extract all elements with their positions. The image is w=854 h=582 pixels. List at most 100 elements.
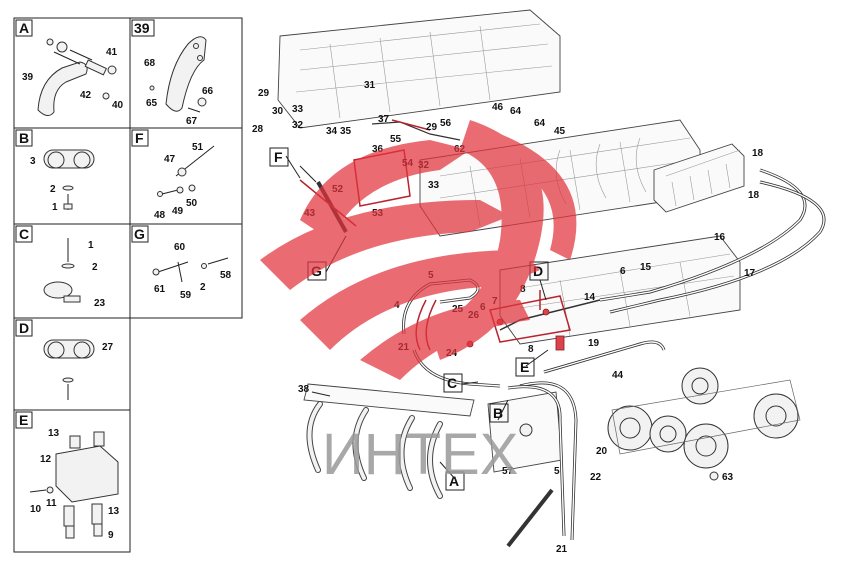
callout-g-59: 59 — [180, 290, 192, 301]
panel-f-drawing — [157, 145, 215, 197]
callout-f-50: 50 — [186, 198, 198, 209]
panel-e-tag: E — [19, 412, 28, 428]
callout-18-b: 18 — [748, 190, 760, 201]
panel-a-drawing — [37, 38, 117, 116]
watermark-logo — [260, 120, 577, 380]
panel-g-tag: G — [134, 226, 145, 242]
callout-6: 6 — [620, 266, 626, 277]
detail-panels: A 39 B F C G D E 39 41 42 40 — [13, 17, 243, 553]
main-tag-b: B — [493, 405, 503, 421]
main-tag-f: F — [274, 149, 283, 165]
callout-e-10: 10 — [30, 504, 42, 515]
callout-d-27: 27 — [102, 342, 114, 353]
callout-e-9: 9 — [108, 530, 114, 541]
callout-22: 22 — [590, 472, 602, 483]
panel-39-drawing — [149, 36, 207, 113]
panel-39-tag: 39 — [134, 20, 150, 36]
callout-g-61: 61 — [154, 284, 166, 295]
callout-e-13-bottom: 13 — [108, 506, 120, 517]
callout-18-a: 18 — [752, 148, 764, 159]
callout-b-2: 2 — [50, 184, 56, 195]
callout-e-11: 11 — [46, 498, 57, 509]
main-assembly: F G D E C B A 29 30 28 33 32 31 34 35 37… — [252, 9, 826, 555]
callout-a-39: 39 — [22, 72, 34, 83]
callout-a-41: 41 — [106, 47, 118, 58]
main-tag-d: D — [533, 263, 543, 279]
callout-57: 57 — [502, 466, 514, 477]
callout-e-12: 12 — [40, 454, 52, 465]
callout-14: 14 — [584, 292, 596, 303]
callout-36: 36 — [372, 144, 384, 155]
watermark-text: ИНТЕХ — [322, 422, 518, 487]
callout-5-b: 5 — [554, 466, 560, 477]
callout-b-3: 3 — [30, 156, 36, 167]
main-tag-c: C — [447, 375, 457, 391]
callout-55: 55 — [390, 134, 402, 145]
callout-f-48: 48 — [154, 210, 166, 221]
callout-21-b: 21 — [556, 544, 568, 555]
callout-a-42: 42 — [80, 90, 92, 101]
callout-g-2: 2 — [200, 282, 206, 293]
callout-f-51: 51 — [192, 142, 204, 153]
panel-b-tag: B — [19, 130, 29, 146]
callout-39-66: 66 — [202, 86, 214, 97]
callout-39-67: 67 — [186, 116, 198, 127]
callout-b-1: 1 — [52, 202, 58, 213]
callout-16: 16 — [714, 232, 726, 243]
callout-29: 29 — [258, 88, 270, 99]
callout-c-23: 23 — [94, 298, 106, 309]
callout-31: 31 — [364, 80, 376, 91]
callout-34: 34 — [326, 126, 338, 137]
callout-e-13-top: 13 — [48, 428, 60, 439]
callout-64-a: 64 — [510, 106, 522, 117]
main-tag-e: E — [520, 359, 529, 375]
panel-e-drawing — [29, 431, 119, 539]
callout-44: 44 — [612, 370, 624, 381]
callout-56: 56 — [440, 118, 452, 129]
callout-15: 15 — [640, 262, 652, 273]
track-rollers — [607, 367, 801, 481]
panel-c-border — [13, 223, 131, 319]
panel-e-border — [13, 409, 131, 553]
callout-45: 45 — [554, 126, 566, 137]
callout-20: 20 — [596, 446, 608, 457]
callout-29-b: 29 — [426, 122, 438, 133]
panel-f-tag: F — [135, 130, 144, 146]
callout-8: 8 — [520, 284, 526, 295]
callout-37: 37 — [378, 114, 390, 125]
callout-64-b: 64 — [534, 118, 546, 129]
callout-39-65: 65 — [146, 98, 158, 109]
callout-a-40: 40 — [112, 100, 124, 111]
callout-f-47: 47 — [164, 154, 176, 165]
callout-33-b: 33 — [428, 180, 440, 191]
panel-c-tag: C — [19, 226, 29, 242]
callout-19: 19 — [588, 338, 600, 349]
panel-f-border — [129, 127, 243, 225]
callout-46: 46 — [492, 102, 504, 113]
callout-28: 28 — [252, 124, 264, 135]
callout-33: 33 — [292, 104, 304, 115]
panel-b-drawing — [43, 149, 95, 210]
panel-c-drawing — [43, 238, 81, 303]
callout-17: 17 — [744, 268, 756, 279]
callout-f-49: 49 — [172, 206, 184, 217]
panel-g-border — [129, 223, 243, 319]
panel-d-drawing — [43, 339, 95, 400]
panel-g-drawing — [152, 257, 229, 283]
callout-35: 35 — [340, 126, 352, 137]
panel-a-tag: A — [19, 20, 29, 36]
callout-c-2: 2 — [92, 262, 98, 273]
ripper-beam — [303, 383, 475, 417]
callout-38: 38 — [298, 384, 310, 395]
callout-g-58: 58 — [220, 270, 232, 281]
panel-d-tag: D — [19, 320, 29, 336]
callout-32: 32 — [292, 120, 304, 131]
callout-g-60: 60 — [174, 242, 186, 253]
panel-b-border — [13, 127, 131, 225]
callout-63: 63 — [722, 472, 734, 483]
callout-c-1: 1 — [88, 240, 94, 251]
valve-bank — [653, 143, 745, 213]
main-tag-a: A — [449, 473, 459, 489]
callout-8-b: 8 — [528, 344, 534, 355]
